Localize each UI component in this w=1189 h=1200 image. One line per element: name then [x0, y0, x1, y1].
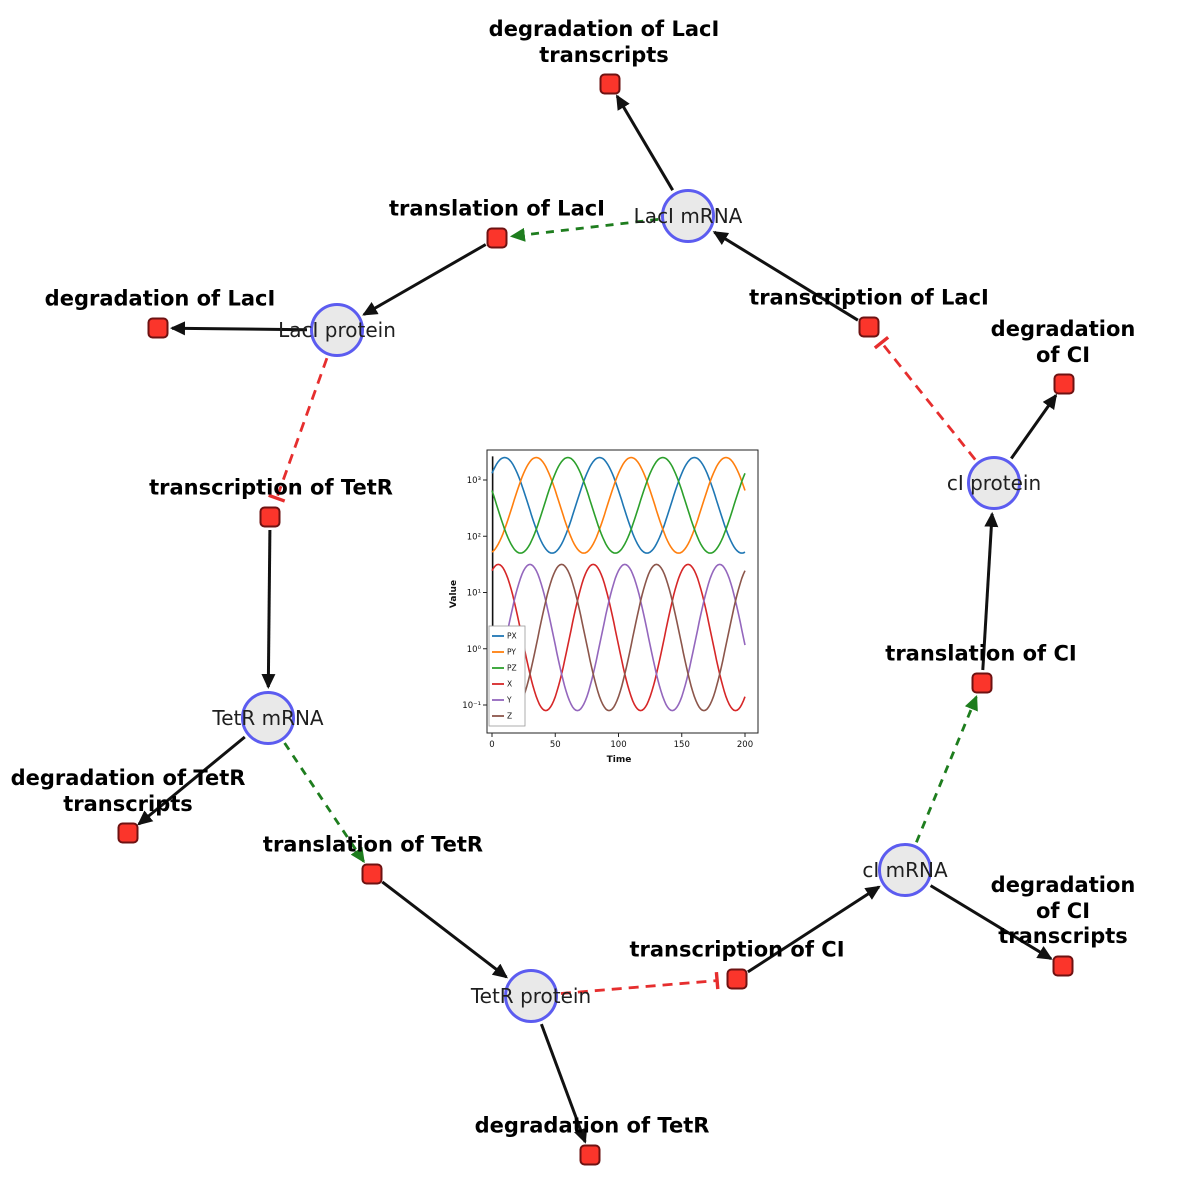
reaction-node-tx_ci [726, 968, 748, 990]
species-label-laci_mrna: LacI mRNA [633, 204, 743, 228]
reaction-node-deg_tetr_tx [117, 822, 139, 844]
edge-ci_protein-to-deg_ci [1010, 393, 1058, 460]
reaction-label-tx_tetr: transcription of TetR [149, 475, 393, 500]
species-node-ci_protein [967, 456, 1021, 510]
species-node-ci_mrna [878, 843, 932, 897]
edge-tx_ci-to-ci_mrna [747, 885, 881, 974]
reaction-label-deg_ci_tx: degradation of CI transcripts [990, 873, 1136, 949]
series-PY [491, 456, 746, 554]
edge-tetr_protein-to-tx_ci [560, 971, 720, 995]
reaction-label-deg_tetr_tx: degradation of TetR transcripts [10, 765, 246, 816]
reaction-node-tl_ci [971, 672, 993, 694]
species-label-laci_protein: LacI protein [278, 318, 396, 342]
reaction-label-deg_laci: degradation of LacI [44, 286, 276, 311]
edge-laci_protein-to-tx_tetr [268, 357, 329, 503]
series-PX [491, 456, 746, 554]
series-Y [491, 563, 746, 712]
edge-tx_laci-to-laci_mrna [712, 230, 859, 322]
reaction-node-tx_tetr [259, 506, 281, 528]
species-node-laci_protein [310, 303, 364, 357]
reaction-label-tx_ci: transcription of CI [629, 937, 845, 962]
x-tick-label: 0 [489, 740, 494, 750]
timeseries-inset-chart: 10⁻¹ 10⁰ 10¹ 10² 10³ 0 50 100 150 200 PX PY PZ XYZ Ti… [443, 436, 777, 770]
reaction-label-deg_laci_tx: degradation of LacI transcripts [488, 16, 720, 67]
edge-ci_mrna-to-deg_ci_tx [929, 884, 1053, 960]
reaction-node-tl_tetr [361, 863, 383, 885]
species-label-tetr_protein: TetR protein [470, 984, 592, 1008]
series-Z [491, 563, 746, 712]
y-tick-label: 10³ [467, 476, 481, 486]
series-PZ [491, 456, 746, 554]
edge-ci_protein-to-tx_laci [873, 335, 977, 461]
reaction-label-tx_laci: transcription of LacI [749, 285, 989, 310]
reaction-label-tl_tetr: translation of TetR [262, 832, 484, 857]
reaction-node-deg_laci_tx [599, 73, 621, 95]
species-node-laci_mrna [661, 189, 715, 243]
species-label-tetr_mrna: TetR mRNA [212, 706, 324, 730]
legend-label-Z: Z [507, 712, 512, 721]
reaction-label-tl_ci: translation of CI [885, 641, 1077, 666]
legend-label-PY: PY [507, 648, 516, 657]
legend-label-PZ: PZ [507, 664, 517, 673]
y-tick-label: 10⁰ [467, 645, 482, 655]
legend-label-PX: PX [507, 632, 517, 641]
edge-ci_mrna-to-tl_ci [915, 695, 978, 843]
species-label-ci_mrna: cI mRNA [862, 858, 948, 882]
edge-laci_mrna-to-deg_laci_tx [615, 94, 674, 191]
reaction-label-deg_tetr: degradation of TetR [474, 1113, 710, 1138]
edge-tx_tetr-to-tetr_mrna [261, 529, 276, 689]
reaction-node-deg_tetr [579, 1144, 601, 1166]
species-label-ci_protein: cI protein [946, 471, 1042, 495]
edge-tl_ci-to-ci_protein [981, 511, 999, 671]
legend-label-X: X [507, 680, 512, 689]
reaction-node-deg_laci [147, 317, 169, 339]
edge-laci_protein-to-deg_laci [170, 321, 308, 336]
edge-tetr_mrna-to-deg_tetr_tx [137, 735, 246, 826]
edge-tl_tetr-to-tetr_protein [381, 880, 508, 979]
edge-tetr_protein-to-deg_tetr [539, 1023, 588, 1144]
y-axis-label: Value [449, 580, 459, 608]
species-node-tetr_protein [504, 969, 558, 1023]
x-axis-label: Time [607, 755, 632, 765]
reaction-node-deg_ci_tx [1052, 955, 1074, 977]
edge-laci_mrna-to-tl_laci [509, 218, 659, 242]
reaction-node-tl_laci [486, 227, 508, 249]
reaction-label-tl_laci: translation of LacI [389, 196, 605, 221]
y-tick-label: 10² [467, 532, 481, 542]
legend-box [488, 625, 526, 727]
species-node-tetr_mrna [241, 691, 295, 745]
y-tick-label: 10¹ [467, 589, 481, 599]
x-tick-label: 50 [550, 740, 561, 750]
reaction-node-deg_ci [1053, 373, 1075, 395]
reaction-label-deg_ci: degradation of CI [990, 316, 1136, 367]
reaction-node-tx_laci [858, 316, 880, 338]
x-tick-label: 200 [737, 740, 753, 750]
y-tick-label: 10⁻¹ [462, 701, 481, 711]
legend-label-Y: Y [506, 696, 512, 705]
edge-tl_laci-to-laci_protein [362, 243, 487, 316]
series-X [491, 563, 746, 712]
x-tick-label: 150 [674, 740, 690, 750]
x-tick-label: 100 [610, 740, 626, 750]
